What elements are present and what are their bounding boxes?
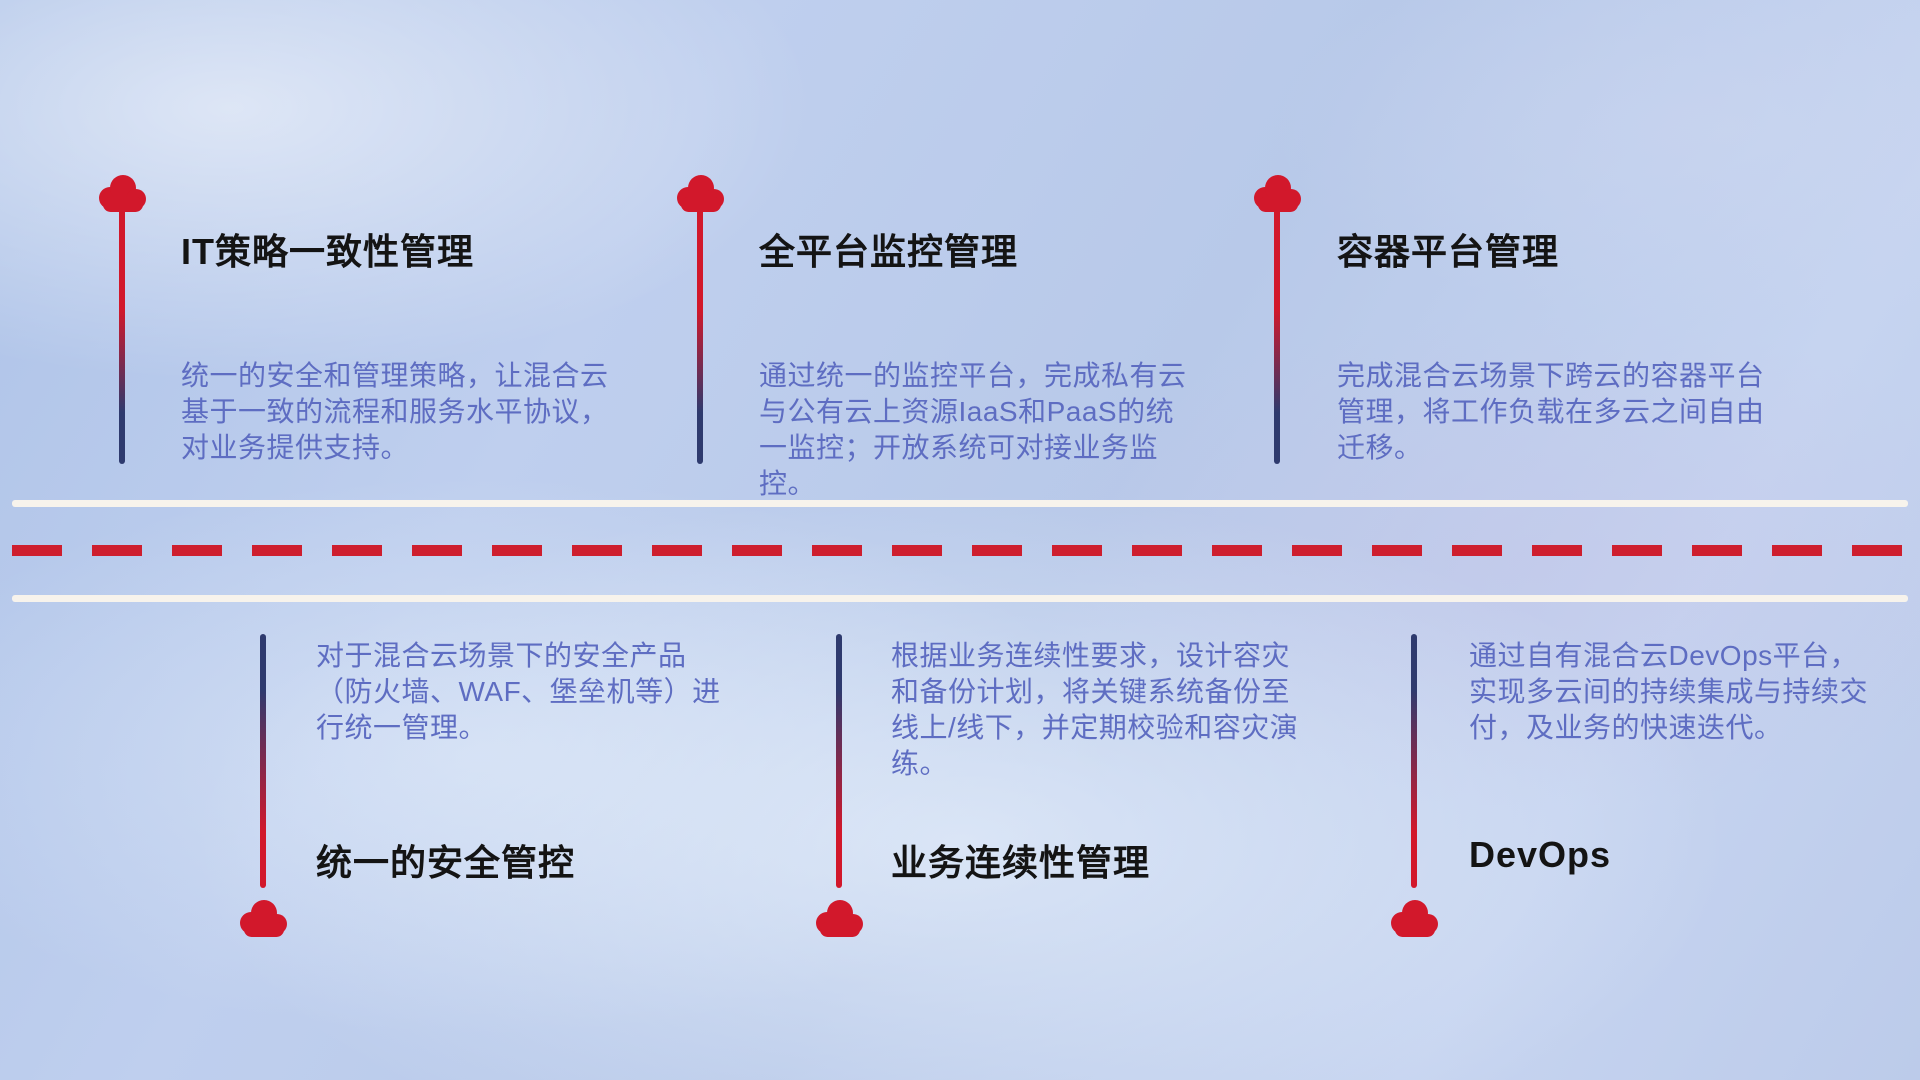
road-line-bottom <box>12 595 1908 602</box>
connector-line <box>1274 206 1280 464</box>
feature-title: 容器平台管理 <box>1337 231 1560 272</box>
cloud-icon <box>234 896 292 938</box>
feature-description: 通过自有混合云DevOps平台，实现多云间的持续集成与持续交付，及业务的快速迭代… <box>1469 640 1869 743</box>
connector-line <box>119 206 125 464</box>
cloud-icon <box>1248 171 1306 213</box>
connector-line <box>1411 634 1417 888</box>
cloud-icon <box>810 896 868 938</box>
feature-title: DevOps <box>1469 834 1612 875</box>
feature-description: 根据业务连续性要求，设计容灾和备份计划，将关键系统备份至线上/线下，并定期校验和… <box>891 640 1299 779</box>
connector-line <box>697 206 703 464</box>
feature-description: 对于混合云场景下的安全产品（防火墙、WAF、堡垒机等）进行统一管理。 <box>316 640 721 743</box>
feature-description: 完成混合云场景下跨云的容器平台管理，将工作负载在多云之间自由迁移。 <box>1337 360 1765 463</box>
road-line-top <box>12 500 1908 507</box>
feature-description: 统一的安全和管理策略，让混合云基于一致的流程和服务水平协议，对业务提供支持。 <box>181 360 609 463</box>
cloud-icon <box>671 171 729 213</box>
cloud-icon <box>93 171 151 213</box>
feature-title: 业务连续性管理 <box>891 842 1151 883</box>
cloud-icon <box>1385 896 1443 938</box>
feature-description: 通过统一的监控平台，完成私有云与公有云上资源IaaS和PaaS的统一监控；开放系… <box>759 360 1187 499</box>
feature-title: 统一的安全管控 <box>316 842 576 883</box>
feature-title: 全平台监控管理 <box>759 231 1019 272</box>
connector-line <box>836 634 842 888</box>
road-dashed-line <box>12 545 1908 556</box>
feature-title: IT策略一致性管理 <box>181 231 474 272</box>
connector-line <box>260 634 266 888</box>
